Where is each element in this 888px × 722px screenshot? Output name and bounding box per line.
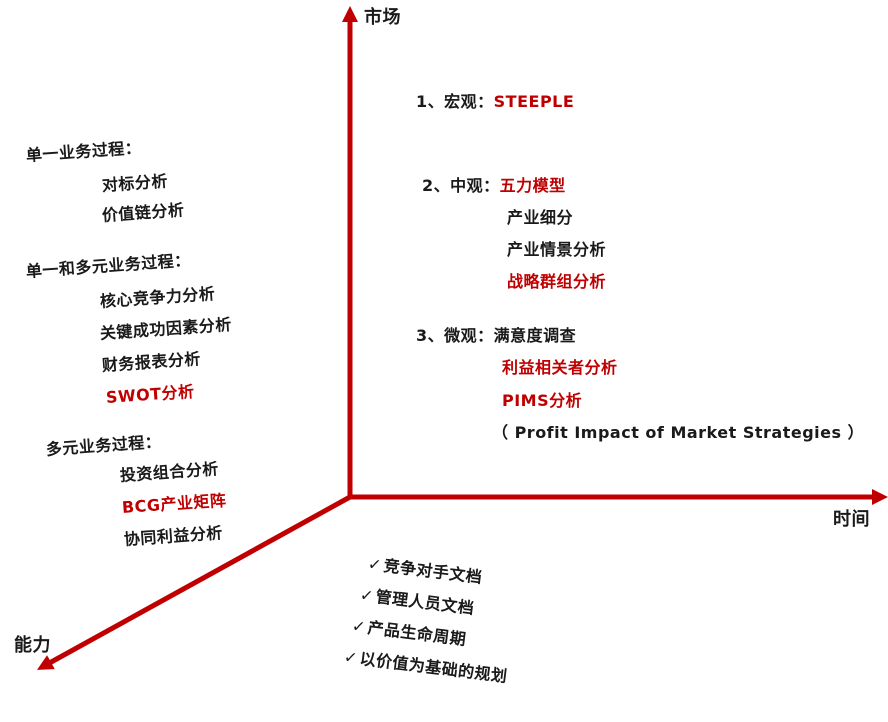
micro-prefix: 3、微观： xyxy=(416,326,494,345)
check-icon: ✓ xyxy=(342,647,360,668)
micro-item-4: （ Profit Impact of Market Strategies ） xyxy=(492,423,865,442)
check-icon: ✓ xyxy=(366,554,384,575)
check-icon: ✓ xyxy=(358,585,376,606)
meso-item-3: 产业情景分析 xyxy=(507,240,607,259)
meso-line: 2、中观：五力模型 xyxy=(422,176,566,196)
check-icon: ✓ xyxy=(350,616,368,637)
ability-axis xyxy=(36,494,352,670)
macro-line: 1、宏观：STEEPLE xyxy=(416,92,574,112)
micro-line: 3、微观：满意度调查 xyxy=(416,326,576,346)
meso-item-4: 战略群组分析 xyxy=(507,272,607,291)
meso-item-2: 产业细分 xyxy=(507,208,574,227)
time-axis-label: 时间 xyxy=(833,509,870,530)
macro-value: STEEPLE xyxy=(493,92,575,111)
micro-item-2: 利益相关者分析 xyxy=(502,358,618,377)
meso-value: 五力模型 xyxy=(499,176,566,195)
macro-prefix: 1、宏观： xyxy=(416,92,494,111)
market-axis-label: 市场 xyxy=(364,7,401,28)
ability-axis-label: 能力 xyxy=(14,635,51,656)
meso-prefix: 2、中观： xyxy=(422,176,500,195)
micro-item-3: PIMS分析 xyxy=(502,391,583,410)
micro-value: 满意度调查 xyxy=(493,326,577,345)
